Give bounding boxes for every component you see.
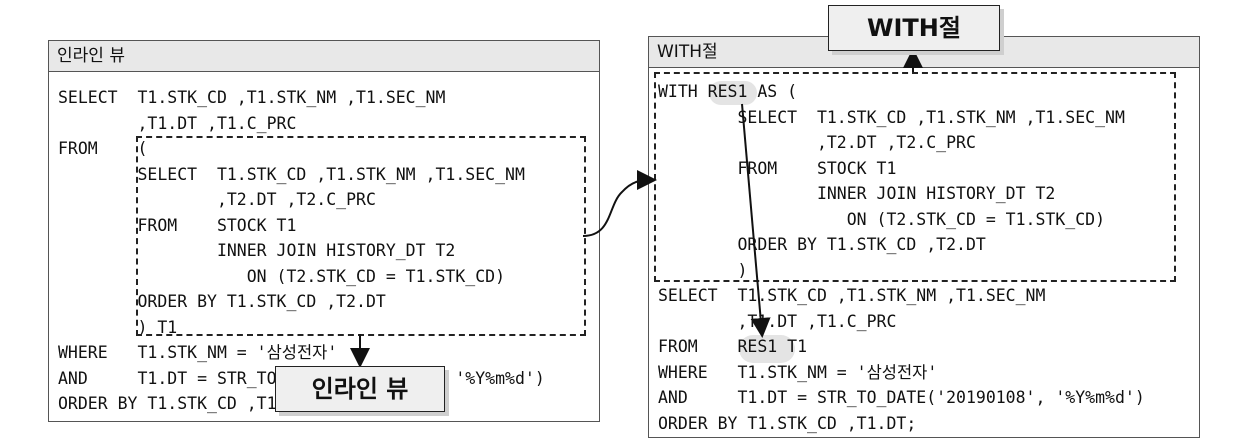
inline-to-with-arrow [582, 170, 657, 237]
with-clause-code-line: ORDER BY T1.STK_CD ,T1.DT; [658, 413, 917, 433]
inline-view-panel-title: 인라인 뷰 [49, 41, 599, 72]
with-clause-panel: WITH절 WITH RES1 AS ( SELECT T1.STK_CD ,T… [648, 36, 1200, 438]
with-clause-code-line: INNER JOIN HISTORY_DT T2 [658, 184, 1056, 203]
inline-view-code-line: ON (T2.STK_CD = T1.STK_CD) [58, 266, 506, 286]
inline-view-code-line: ,T1.DT ,T1.C_PRC [58, 113, 297, 133]
with-clause-callout: WITH절 [828, 5, 1000, 51]
inline-view-code-line: ORDER BY T1.STK_CD ,T2.DT [58, 292, 386, 311]
with-clause-code-line: WHERE T1.STK_NM = '삼성전자' [658, 362, 938, 382]
inline-view-code-line: SELECT T1.STK_CD ,T1.STK_NM ,T1.SEC_NM [58, 88, 446, 107]
res1-definition-highlight [709, 81, 757, 105]
with-clause-code-line: ) [658, 260, 748, 280]
with-clause-code-line: ,T2.DT ,T2.C_PRC [658, 133, 976, 152]
with-clause-code-line: AND T1.DT = STR_TO_DATE('20190108', '%Y%… [658, 388, 1145, 407]
inline-view-callout: 인라인 뷰 [275, 366, 445, 412]
with-clause-code-line: SELECT T1.STK_CD ,T1.STK_NM ,T1.SEC_NM [658, 107, 1125, 127]
inline-view-code-line: SELECT T1.STK_CD ,T1.STK_NM ,T1.SEC_NM [58, 164, 525, 184]
inline-view-code-line: FROM STOCK T1 [58, 215, 297, 235]
inline-view-code-line: ) T1 [58, 317, 178, 337]
res1-reference-highlight [739, 335, 795, 363]
res1-reference-arrow [741, 103, 771, 338]
with-clause-code-line: WITH RES1 AS ( [658, 82, 798, 101]
inline-view-code-line: ,T2.DT ,T2.C_PRC [58, 190, 376, 209]
inline-view-code-line: INNER JOIN HISTORY_DT T2 [58, 241, 456, 260]
inline-view-code-line: FROM ( [58, 139, 148, 158]
with-clause-code-line: ORDER BY T1.STK_CD ,T2.DT [658, 235, 986, 254]
with-clause-code-line: ON (T2.STK_CD = T1.STK_CD) [658, 209, 1106, 229]
inline-view-code-line: WHERE T1.STK_NM = '삼성전자' [58, 343, 338, 362]
with-clause-code-line: FROM RES1 T1 [658, 337, 808, 356]
with-clause-code-block: WITH RES1 AS ( SELECT T1.STK_CD ,T1.STK_… [658, 79, 1145, 436]
